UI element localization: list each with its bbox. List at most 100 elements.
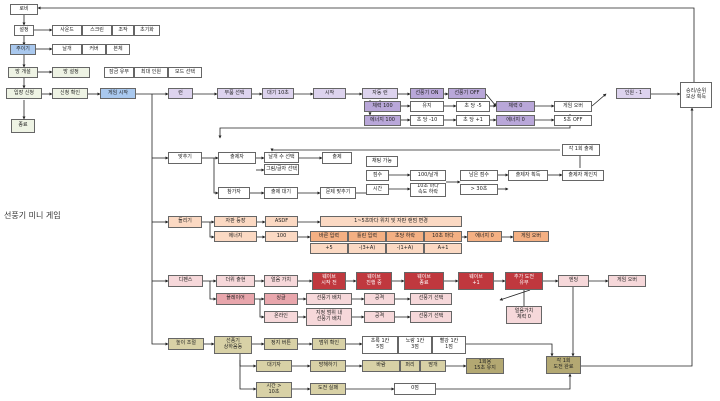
node-start[interactable]: 시작 [313,88,346,99]
node-attack[interactable]: 공격 [364,293,395,305]
node-reset[interactable]: 초기화 [134,25,160,36]
node-v100[interactable]: 100 [265,231,298,242]
node-wait-quiz[interactable]: 출제 대기 [264,187,298,199]
node-match[interactable]: 맞추기 [168,152,202,164]
node-wait[interactable]: 대기자 [256,360,292,372]
node-rank-reward[interactable]: 승리/순위 보상 획득 [680,82,712,108]
node-enter[interactable]: 입장 신청 [6,88,42,99]
node-room-setup[interactable]: 방 설정 [52,67,90,78]
node-remain[interactable]: 남은 점수 [460,170,498,181]
node-max-people[interactable]: 최대 인원 [134,67,168,78]
node-ending[interactable]: 엔딩 [558,275,589,287]
node-height[interactable]: 높이 조절 [168,338,204,350]
node-spin[interactable]: 주이기 [10,44,36,55]
node-initial[interactable]: 초당 하락 [386,231,424,242]
node-energy0[interactable]: 에너지 0 [496,115,535,126]
node-once[interactable]: 1회용 15초 유지 [466,358,504,374]
node-wing100[interactable]: 100/날개 [410,170,446,181]
node-defense[interactable]: 디펜스 [168,275,203,287]
node-energy100[interactable]: 에너지 100 [364,115,401,126]
node-yellow1[interactable]: 노랑 1칸 3점 [398,336,432,354]
node-wait10[interactable]: 대기 10초 [262,88,294,99]
node-reward-round[interactable]: 각 1회 도전 완료 [546,356,581,374]
node-wave-p1[interactable]: 웨이브 +1 [458,272,494,290]
node-zero[interactable]: 0점 [394,383,436,395]
node-fan-on[interactable]: 선풍기 ON [410,88,444,99]
node-tensec[interactable]: 10초 마다 속도 하락 [410,183,446,197]
node-fan-upgrade[interactable]: 선풍기 선택 [410,293,452,305]
node-game-over-2[interactable]: 게임 오버 [513,231,549,242]
node-online[interactable]: 온라인 [264,311,298,323]
node-fan-upgrade2[interactable]: 선풍기 선택 [410,311,452,323]
node-wing[interactable]: 날개 [52,44,82,55]
node-cool[interactable]: 얼음 가치 [264,275,298,287]
node-quiz-change[interactable]: 출제자 체인지 [562,170,604,181]
node-energy0b[interactable]: 에너지 0 [467,231,502,242]
node-ask[interactable]: 출제 [322,152,352,164]
node-mode-select[interactable]: 모드 선택 [168,67,202,78]
node-game-over-1[interactable]: 게임 오버 [554,101,592,112]
node-p5[interactable]: +5 [310,243,348,254]
node-chat[interactable]: 채팅 가능 [366,156,398,167]
node-ready[interactable]: 더위 출현 [216,275,255,287]
node-pattern-select[interactable]: 그림/글자 선택 [264,164,299,175]
node-wave-mid[interactable]: 웨이브 진행 중 [356,272,392,290]
node-game-over-3[interactable]: 게임 오버 [608,275,646,287]
node-sec-m10[interactable]: 초 당 -10 [410,115,444,126]
node-apply-confirm[interactable]: 신청 확인 [52,88,88,99]
node-time10[interactable]: 시간 > 10초 [256,382,292,398]
node-people-m1[interactable]: 인원 - 1 [616,88,651,99]
node-wrong[interactable]: 틀린 입력 [348,231,386,242]
node-energy[interactable]: 에너지 [214,231,257,242]
node-single[interactable]: 싱글 [264,293,298,305]
node-public[interactable]: 잠금 유무 [104,67,134,78]
node-range[interactable]: 범위 확인 [312,338,346,350]
node-body[interactable]: 본체 [106,44,130,55]
node-fan-off[interactable]: 선풍기 OFF [448,88,486,99]
node-settings[interactable]: 설정 [14,25,34,36]
node-quit[interactable]: 종료 [11,119,35,133]
node-hp0[interactable]: 체력 0 [496,101,535,112]
node-wave-start[interactable]: 웨이브 시작 전 [312,272,346,290]
node-random-change[interactable]: 1~5초마다 위치 및 자판 랜덤 변경 [320,216,462,227]
node-hp100[interactable]: 체력 100 [364,101,401,112]
node-control[interactable]: 조작 [112,25,134,36]
node-reward-each[interactable]: 각 1회 출제 [562,144,600,156]
node-sec-p1[interactable]: 초 당 +1 [456,115,490,126]
node-cover[interactable]: 커버 [82,44,106,55]
node-hinder[interactable]: 방해하기 [310,360,346,372]
node-time[interactable]: 시간 [366,184,389,195]
node-fail[interactable]: 도전 실패 [310,383,346,395]
node-rotate[interactable]: 돌리기 [168,216,202,228]
node-run[interactable]: 런 [168,88,193,99]
node-player[interactable]: 플레이어 [216,293,255,305]
node-part-select[interactable]: 부품 선택 [217,88,252,99]
node-auto-run[interactable]: 자동 런 [362,88,398,99]
node-quiz-get[interactable]: 출제자 획득 [508,170,548,181]
node-red1[interactable]: 빨강 1칸 1점 [432,336,466,354]
node-screen[interactable]: 스크린 [82,25,112,36]
node-game-start[interactable]: 게임 시작 [100,88,136,99]
node-attack2[interactable]: 공격 [364,311,395,323]
node-paper[interactable]: 퍼리 [400,360,420,372]
node-auto-ride[interactable]: 자판 등장 [214,216,257,227]
node-correct[interactable]: 바른 입력 [310,231,348,242]
node-green1[interactable]: 초록 1칸 5점 [362,336,398,354]
node-sweat[interactable]: 땀개 [420,360,446,372]
node-cool-energy[interactable]: 얼음가치 체력 0 [506,306,542,324]
node-sec-m5[interactable]: 초 당 -5 [456,101,490,112]
node-off5[interactable]: 5초 OFF [554,115,592,126]
node-m1a[interactable]: -(1+A) [386,243,424,254]
node-fan-place[interactable]: 선풍기 배치 [306,293,352,305]
node-quiz[interactable]: 출제자 [218,152,256,164]
node-room-open[interactable]: 방 개설 [8,67,38,78]
node-participant[interactable]: 참가자 [218,187,250,199]
node-m3a[interactable]: -(3+A) [348,243,386,254]
node-guess[interactable]: 문제 맞추기 [320,187,356,199]
node-every10[interactable]: 10초 마다 [424,231,462,242]
node-wave-end[interactable]: 웨이브 종료 [404,272,444,290]
node-fan-place2[interactable]: 지정 범위 내 선풍기 배치 [306,308,352,326]
node-gt30[interactable]: > 30초 [460,184,498,195]
node-wave-boss[interactable]: 추가 도전 유무 [505,272,543,290]
node-sound[interactable]: 사운드 [52,25,82,36]
